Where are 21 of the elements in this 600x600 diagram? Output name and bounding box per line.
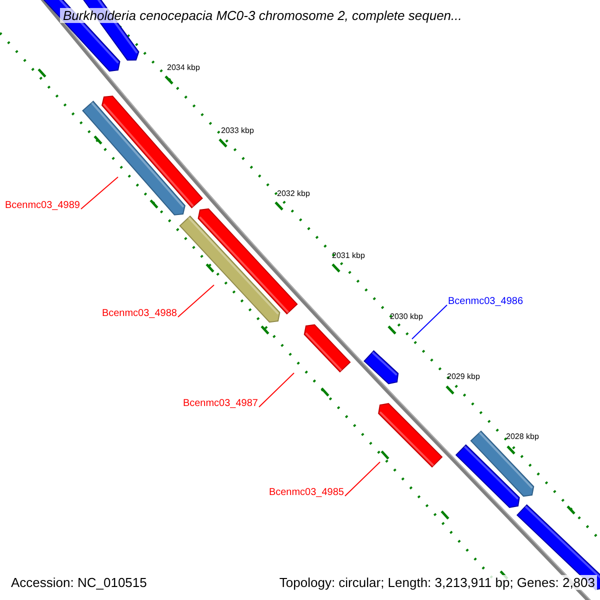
gene-feature (304, 324, 351, 373)
gene-feature (378, 403, 443, 468)
tick-label: 2033 kbp (221, 127, 254, 135)
tick-label: 2028 kbp (506, 433, 539, 441)
leader-line (258, 372, 294, 408)
leader-line (412, 304, 448, 340)
gene-label: Bcenmc03_4989 (4, 201, 80, 211)
leader-line (178, 284, 214, 318)
gene-feature (364, 350, 399, 384)
gene-label: Bcenmc03_4988 (102, 309, 177, 319)
gene-feature (101, 96, 203, 208)
gene-feature (198, 208, 298, 314)
gene-label: Bcenmc03_4986 (448, 297, 524, 307)
leader-line (80, 176, 118, 210)
leader-line (344, 462, 380, 496)
map-info: Accession: NC_010515 (9, 575, 149, 590)
gene-label: Bcenmc03_4985 (268, 488, 344, 498)
tick-label: 2030 kbp (390, 313, 423, 321)
map-info: Topology: circular; Length: 3,213,911 bp; Genes: 2,803 (277, 575, 597, 590)
gene-label: Bcenmc03_4987 (182, 399, 258, 409)
tick-label: 2031 kbp (332, 252, 365, 260)
